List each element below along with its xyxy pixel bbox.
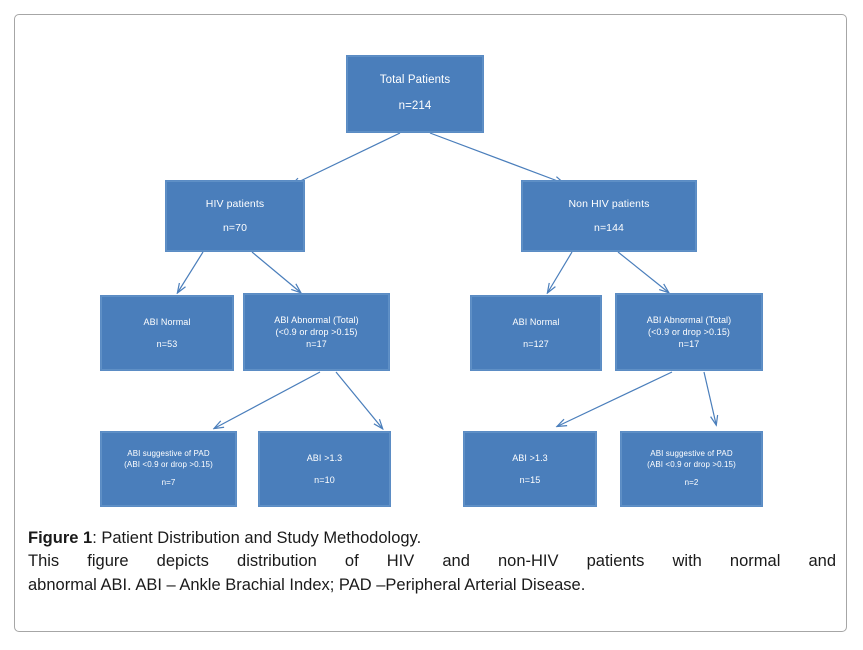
edge-hiv-to-abi-abnormal: [251, 251, 300, 292]
node-non-hiv-abi-abnormal-count: n=17: [678, 339, 700, 350]
node-total-patients: Total Patients n=214: [346, 55, 484, 133]
edge-nonhiv-to-abi-abnormal: [617, 251, 668, 292]
node-hiv-abi-high-count: n=10: [314, 475, 335, 485]
node-hiv-abi-abnormal: ABI Abnormal (Total) (<0.9 or drop >0.15…: [243, 293, 390, 371]
node-hiv-abi-abnormal-label: ABI Abnormal (Total): [274, 314, 359, 325]
node-hiv-abi-abnormal-count: n=17: [306, 339, 327, 350]
node-non-hiv-pad: ABI suggestive of PAD (ABI <0.9 or drop …: [620, 431, 763, 507]
node-hiv-patients-count: n=70: [222, 222, 248, 234]
node-non-hiv-abi-high: ABI >1.3 n=15: [463, 431, 597, 507]
caption-body-line-2: abnormal ABI. ABI – Ankle Brachial Index…: [28, 575, 586, 594]
node-non-hiv-patients: Non HIV patients n=144: [521, 180, 697, 252]
node-hiv-abi-high: ABI >1.3 n=10: [258, 431, 391, 507]
node-hiv-patients-label: HIV patients: [205, 197, 265, 210]
flowchart-area: Total Patients n=214 HIV patients n=70 N…: [0, 55, 863, 520]
node-hiv-abi-abnormal-criteria: (<0.9 or drop >0.15): [275, 326, 358, 337]
caption-body-line-1: This figure depicts distribution of HIV …: [28, 552, 836, 571]
flowchart-connectors: [0, 132, 863, 520]
node-non-hiv-patients-count: n=144: [594, 222, 624, 234]
caption-figure-label: Figure 1: [28, 529, 93, 547]
node-hiv-abi-high-label: ABI >1.3: [306, 452, 343, 463]
edge-nonhiv-to-abi-normal: [548, 251, 573, 292]
node-hiv-abi-normal-count: n=53: [156, 339, 178, 349]
node-non-hiv-abi-normal-count: n=127: [523, 339, 549, 349]
edge-hiv-abnormal-to-high: [335, 371, 382, 428]
node-non-hiv-pad-label: ABI suggestive of PAD: [650, 449, 733, 459]
node-hiv-abi-normal-label: ABI Normal: [143, 316, 191, 327]
edge-hiv-to-abi-normal: [178, 251, 204, 292]
node-non-hiv-abi-high-label: ABI >1.3: [512, 452, 548, 463]
node-total-patients-count: n=214: [398, 100, 432, 112]
node-total-patients-label: Total Patients: [379, 74, 451, 87]
node-non-hiv-pad-criteria: (ABI <0.9 or drop >0.15): [647, 460, 736, 470]
edge-nonhiv-abnormal-to-pad: [703, 371, 716, 424]
node-hiv-patients: HIV patients n=70: [165, 180, 305, 252]
node-hiv-abi-normal: ABI Normal n=53: [100, 295, 234, 371]
node-non-hiv-pad-count: n=2: [684, 477, 699, 487]
edge-total-to-hiv: [292, 132, 401, 185]
edge-hiv-abnormal-to-pad: [215, 371, 321, 428]
figure-caption: Figure 1: Patient Distribution and Study…: [28, 527, 836, 597]
caption-title-text: : Patient Distribution and Study Methodo…: [92, 529, 422, 547]
edge-nonhiv-abnormal-to-high: [558, 371, 673, 426]
node-hiv-pad-count: n=7: [161, 477, 176, 487]
node-hiv-pad-label: ABI suggestive of PAD: [127, 449, 210, 459]
node-non-hiv-abi-abnormal: ABI Abnormal (Total) (<0.9 or drop >0.15…: [615, 293, 763, 371]
edge-total-to-nonhiv: [429, 132, 563, 183]
node-non-hiv-abi-abnormal-criteria: (<0.9 or drop >0.15): [647, 326, 731, 337]
caption-title-line: Figure 1: Patient Distribution and Study…: [28, 527, 836, 550]
node-hiv-pad-criteria: (ABI <0.9 or drop >0.15): [124, 460, 213, 470]
node-non-hiv-patients-label: Non HIV patients: [568, 197, 650, 210]
node-non-hiv-abi-normal: ABI Normal n=127: [470, 295, 602, 371]
node-non-hiv-abi-normal-label: ABI Normal: [512, 316, 560, 327]
node-non-hiv-abi-abnormal-label: ABI Abnormal (Total): [646, 314, 732, 325]
node-hiv-pad: ABI suggestive of PAD (ABI <0.9 or drop …: [100, 431, 237, 507]
node-non-hiv-abi-high-count: n=15: [519, 475, 541, 485]
